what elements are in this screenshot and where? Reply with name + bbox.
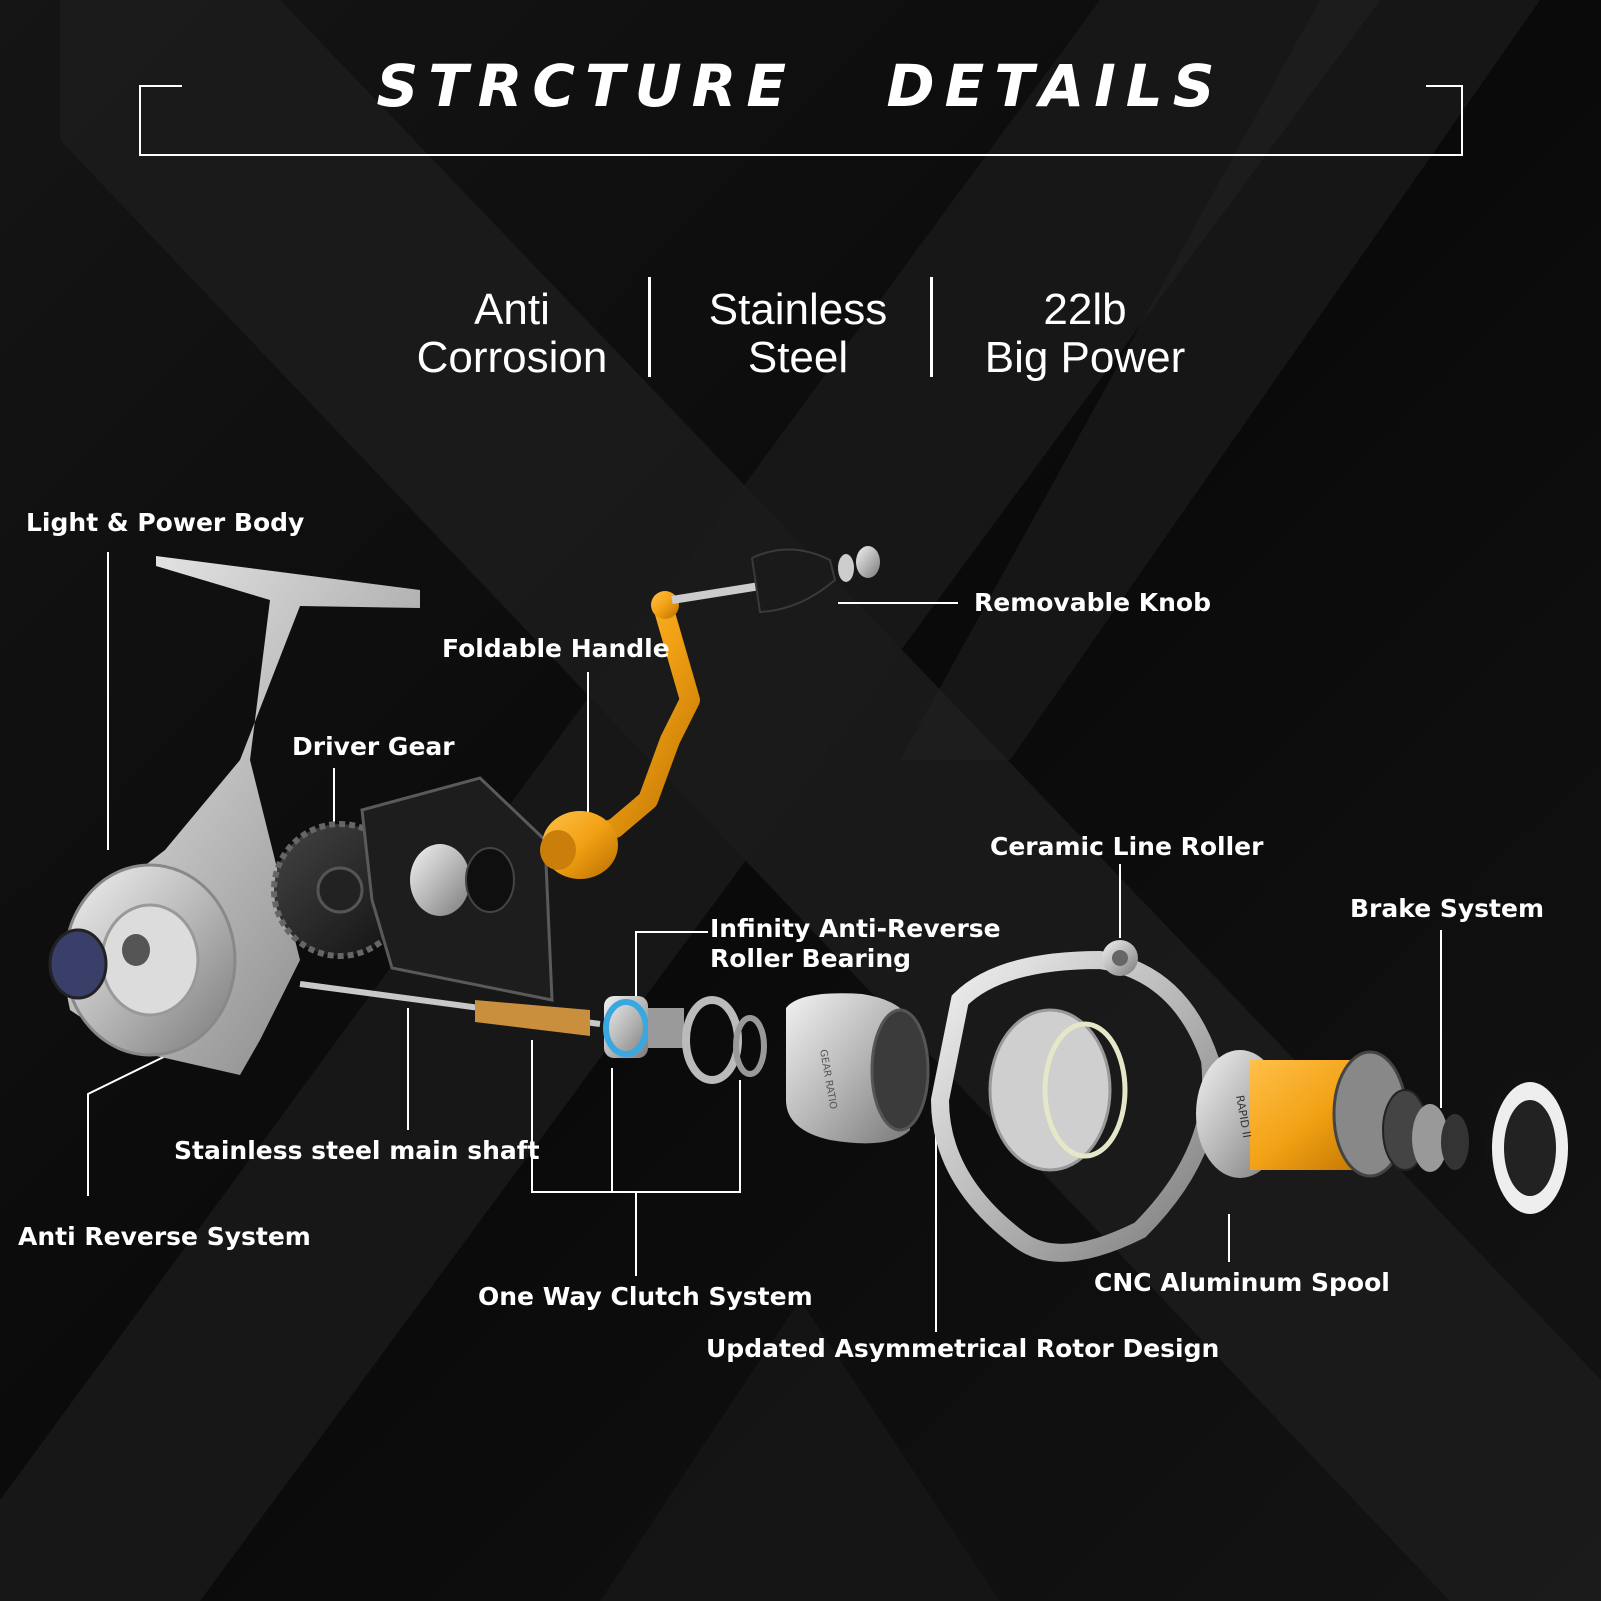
feature-divider [930, 277, 933, 377]
feature-line2: Big Power [984, 333, 1186, 382]
label-removable-knob: Removable Knob [974, 588, 1211, 617]
feature-line1: 22lb [1043, 285, 1127, 334]
label-foldable-handle: Foldable Handle [442, 634, 670, 663]
label-light-power-body: Light & Power Body [26, 508, 305, 537]
label-line1: Infinity Anti-Reverse [710, 914, 1001, 943]
feature-line1: Stainless [708, 285, 888, 334]
label-rotor-design: Updated Asymmetrical Rotor Design [706, 1334, 1220, 1363]
label-driver-gear: Driver Gear [292, 732, 455, 761]
label-brake-system: Brake System [1350, 894, 1545, 923]
label-anti-reverse-system: Anti Reverse System [18, 1222, 311, 1251]
label-one-way-clutch: One Way Clutch System [478, 1282, 813, 1311]
feature-line2: Steel [747, 333, 849, 382]
label-ceramic-line-roller: Ceramic Line Roller [990, 832, 1264, 861]
label-cnc-spool: CNC Aluminum Spool [1094, 1268, 1390, 1297]
feature-divider [648, 277, 651, 377]
rotor-housing-part: GEAR RATIO [786, 993, 930, 1144]
label-line2: Roller Bearing [710, 944, 912, 973]
feature-line2: Corrosion [416, 333, 608, 382]
page-title: STRCTURE DETAILS [376, 52, 1225, 120]
feature-22lb-power: 22lb Big Power [960, 286, 1210, 382]
clutch-bearing-part [603, 996, 767, 1084]
feature-anti-corrosion: Anti Corrosion [392, 286, 632, 382]
side-cover-part [360, 776, 554, 1002]
brake-stack-part [1382, 1074, 1576, 1222]
spool-part: RAPID II [1196, 1050, 1408, 1178]
label-stainless-shaft: Stainless steel main shaft [174, 1136, 540, 1165]
feature-line1: Anti [474, 285, 550, 334]
foldable-handle-part [540, 591, 700, 879]
feature-stainless-steel: Stainless Steel [678, 286, 918, 382]
driver-gear-part [271, 821, 409, 959]
label-infinity-anti-reverse: Infinity Anti-Reverse Roller Bearing [710, 914, 1001, 974]
removable-knob-part [671, 546, 880, 614]
reel-body [48, 556, 420, 1075]
main-shaft-part [299, 981, 601, 1036]
rotor-part [930, 940, 1221, 1262]
